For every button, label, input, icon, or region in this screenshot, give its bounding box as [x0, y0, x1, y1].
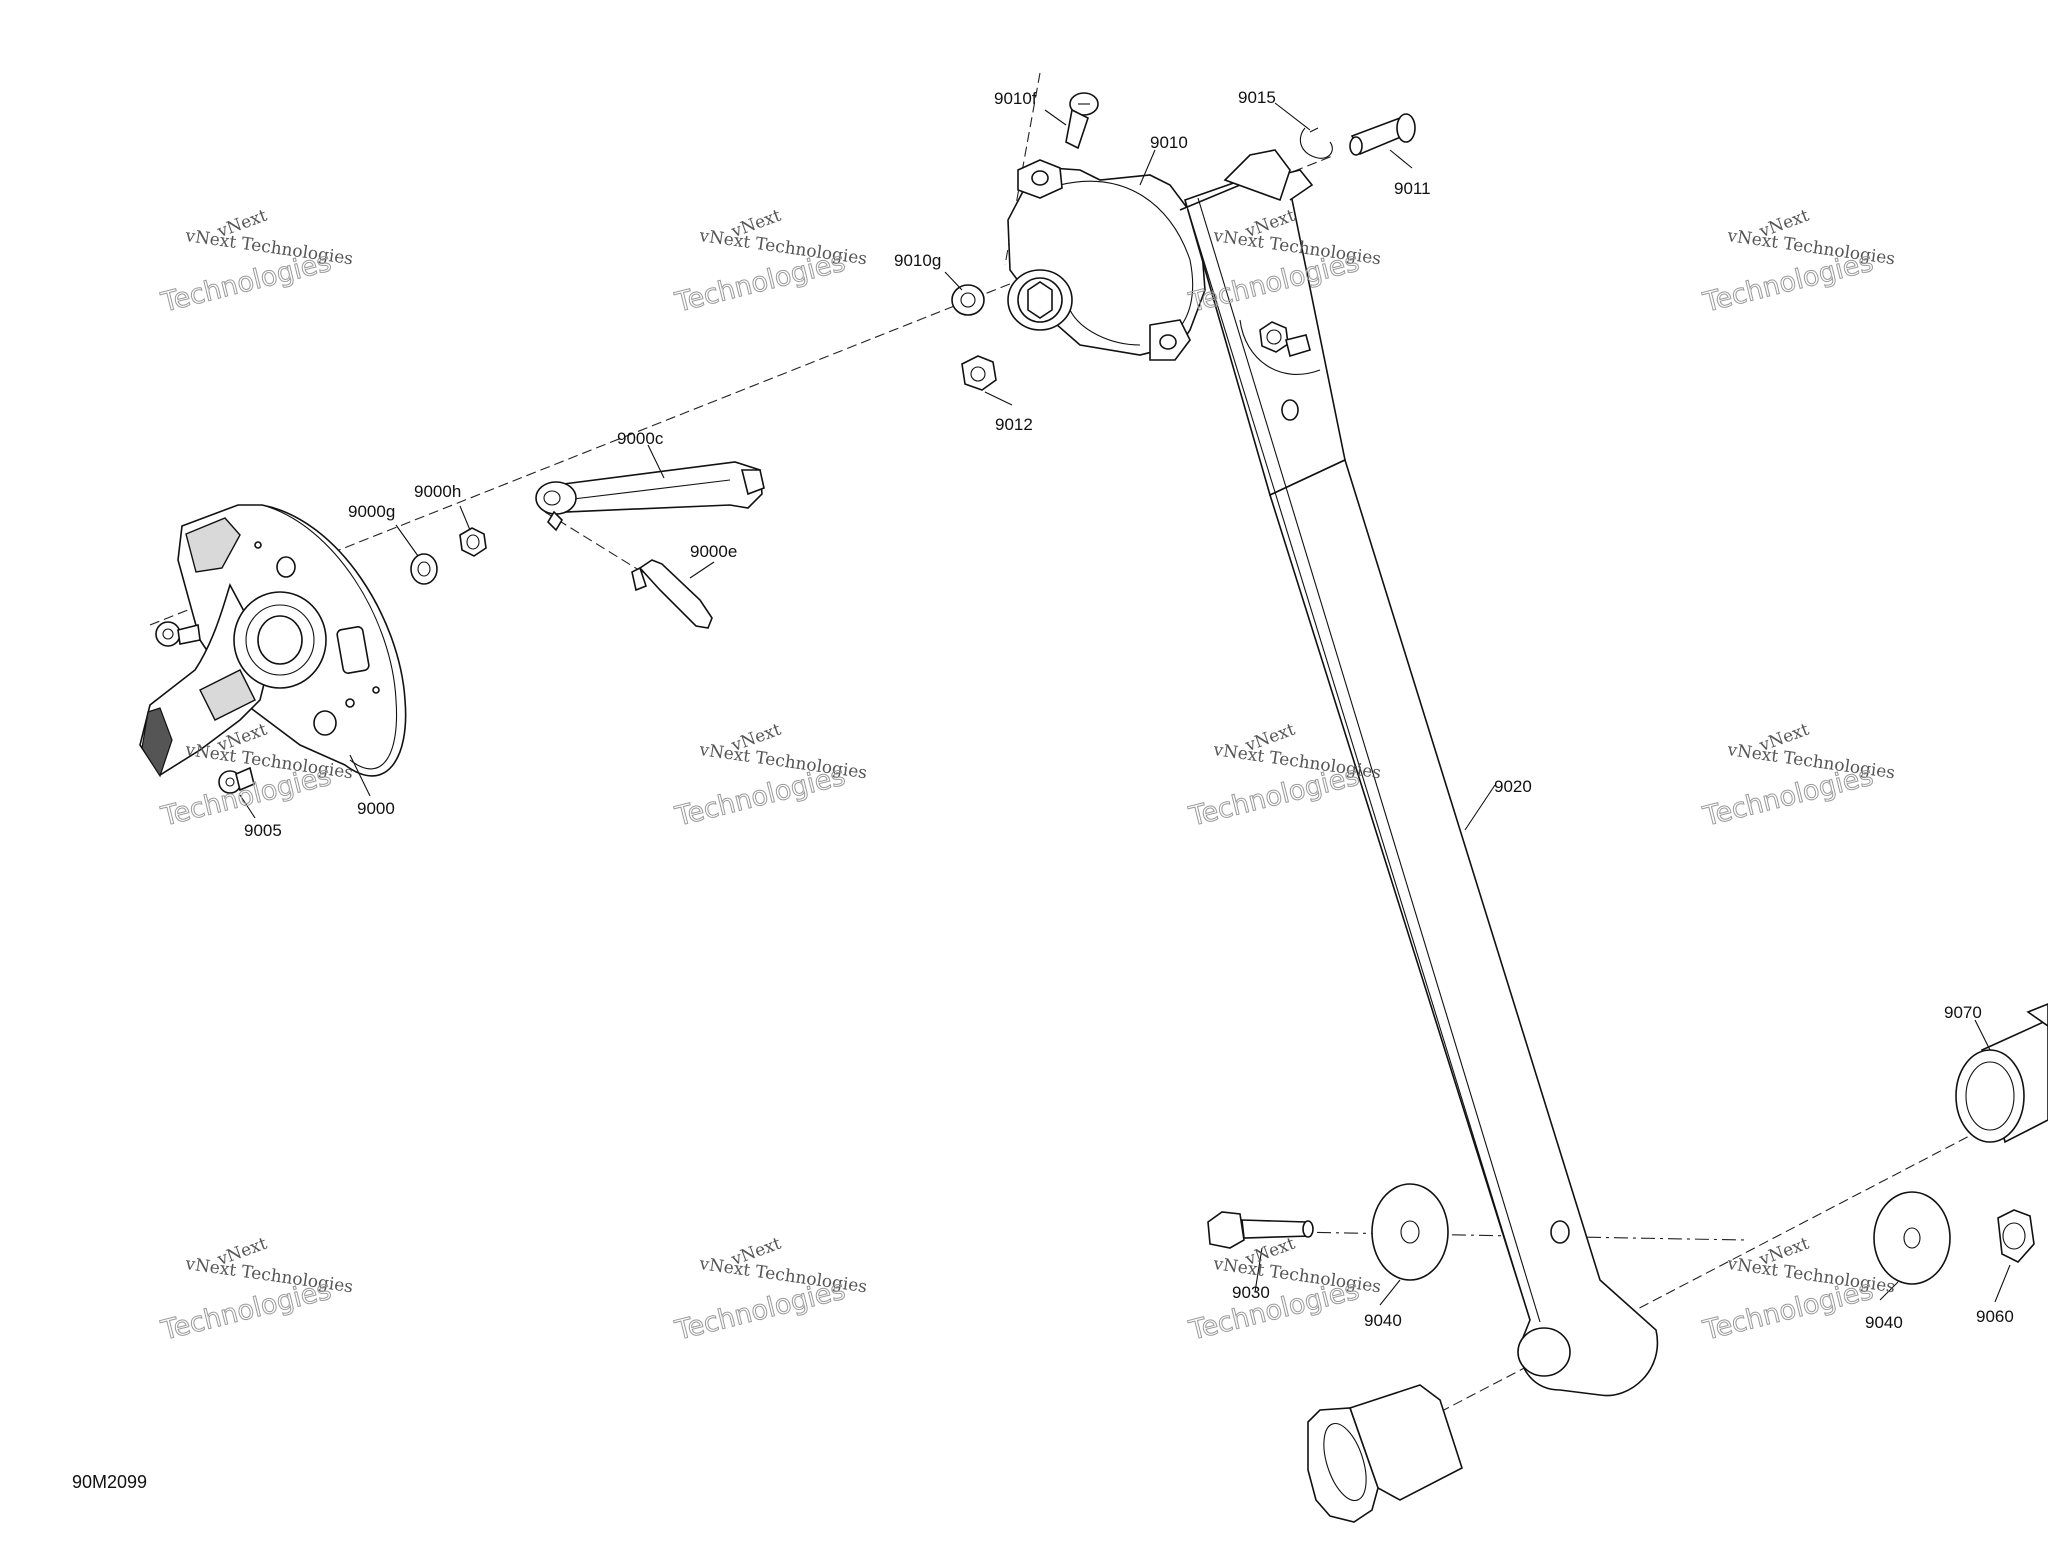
watermarks: vNext vNext Technologies Technologies vN… [157, 206, 1896, 1348]
label-9010: 9010 [1150, 133, 1188, 152]
svg-text:Technologies: Technologies [672, 247, 849, 319]
svg-text:Technologies: Technologies [672, 1275, 849, 1347]
svg-text:Technologies: Technologies [1186, 761, 1363, 833]
clip-9015 [1299, 127, 1333, 159]
label-9000: 9000 [357, 799, 395, 818]
svg-text:Technologies: Technologies [1186, 1275, 1363, 1347]
bolt-9030 [1207, 1211, 1314, 1249]
svg-text:Technologies: Technologies [158, 1275, 335, 1347]
washer-9040-right [1873, 1191, 1951, 1285]
label-9020: 9020 [1494, 777, 1532, 796]
bushing-9070 [1955, 1003, 2048, 1144]
svg-text:Technologies: Technologies [158, 247, 335, 319]
label-9011: 9011 [1394, 179, 1431, 198]
gearbox-housing-9010 [1007, 159, 1206, 361]
arm-9020 [1179, 149, 1659, 1397]
label-9000c: 9000c [617, 429, 664, 448]
watermark: vNext vNext Technologies Technologies [1185, 1234, 1382, 1348]
label-9000h: 9000h [414, 482, 461, 501]
sleeve-9010g [951, 284, 985, 316]
nut-9012 [961, 355, 997, 391]
nut-9060 [1997, 1209, 2035, 1263]
label-9030: 9030 [1232, 1283, 1270, 1302]
screw-9010f [1065, 92, 1099, 150]
watermark: vNext vNext Technologies Technologies [1699, 720, 1896, 834]
watermark: vNext vNext Technologies Technologies [671, 720, 868, 834]
label-9012: 9012 [995, 415, 1033, 434]
watermark: vNext vNext Technologies Technologies [671, 206, 868, 320]
svg-text:Technologies: Technologies [672, 761, 849, 833]
housing-screw [155, 621, 201, 647]
spacer-bottom [1307, 1384, 1463, 1523]
label-9070: 9070 [1944, 1003, 1982, 1022]
watermark: vNext vNext Technologies Technologies [671, 1234, 868, 1348]
link-rod-9000c [535, 461, 765, 532]
svg-text:Technologies: Technologies [1700, 1275, 1877, 1347]
washer-9040-left [1371, 1183, 1449, 1281]
part-labels: 9010f 9010 9015 9011 9010g 9012 9000c 90… [244, 88, 2014, 1332]
watermark: vNext vNext Technologies Technologies [1699, 206, 1896, 320]
pin-9011 [1349, 113, 1416, 156]
label-9010f: 9010f [994, 89, 1037, 108]
leader-lines [239, 102, 2011, 1306]
watermark: vNext vNext Technologies Technologies [157, 206, 354, 320]
label-9040-left: 9040 [1364, 1311, 1402, 1330]
label-9015: 9015 [1238, 88, 1276, 107]
nut-9000h [459, 527, 487, 557]
svg-text:Technologies: Technologies [1700, 247, 1877, 319]
label-9000e: 9000e [690, 542, 737, 561]
screw-9005 [218, 766, 255, 794]
label-9060: 9060 [1976, 1307, 2014, 1326]
housing-plate-9000 [139, 504, 407, 778]
label-9005: 9005 [244, 821, 282, 840]
drawing-number: 90M2099 [72, 1472, 147, 1492]
svg-text:Technologies: Technologies [1700, 761, 1877, 833]
label-9000g: 9000g [348, 502, 395, 521]
watermark: vNext vNext Technologies Technologies [157, 1234, 354, 1348]
label-9040-right: 9040 [1865, 1313, 1903, 1332]
clip-9000e [631, 559, 713, 629]
washer-9000g [410, 553, 438, 585]
label-9010g: 9010g [894, 251, 941, 270]
